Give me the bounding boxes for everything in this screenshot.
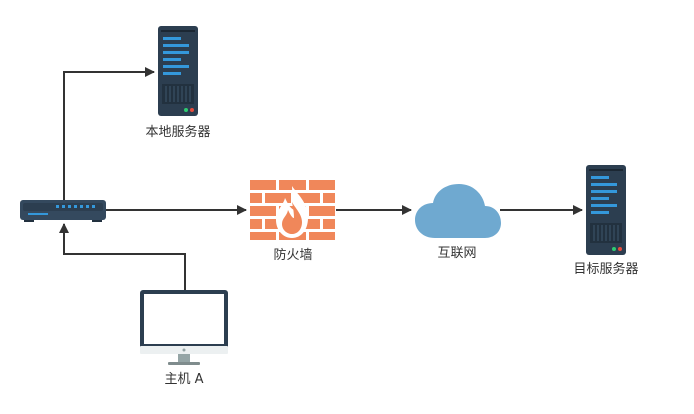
firewall-icon bbox=[250, 180, 335, 240]
firewall-label: 防火墙 bbox=[273, 248, 313, 263]
internet-label: 互联网 bbox=[437, 246, 477, 261]
local-server-icon bbox=[158, 26, 198, 116]
monitor-icon bbox=[140, 290, 228, 365]
local-server-label: 本地服务器 bbox=[145, 125, 211, 140]
edge-host-to-switch bbox=[59, 223, 186, 292]
cloud-icon bbox=[415, 184, 501, 238]
target-server-icon bbox=[586, 165, 626, 255]
target-server-label: 目标服务器 bbox=[573, 262, 639, 277]
network-switch-icon bbox=[20, 200, 106, 222]
edge-switch-to-local-server bbox=[63, 67, 155, 200]
host-a-label: 主机 A bbox=[164, 372, 204, 387]
